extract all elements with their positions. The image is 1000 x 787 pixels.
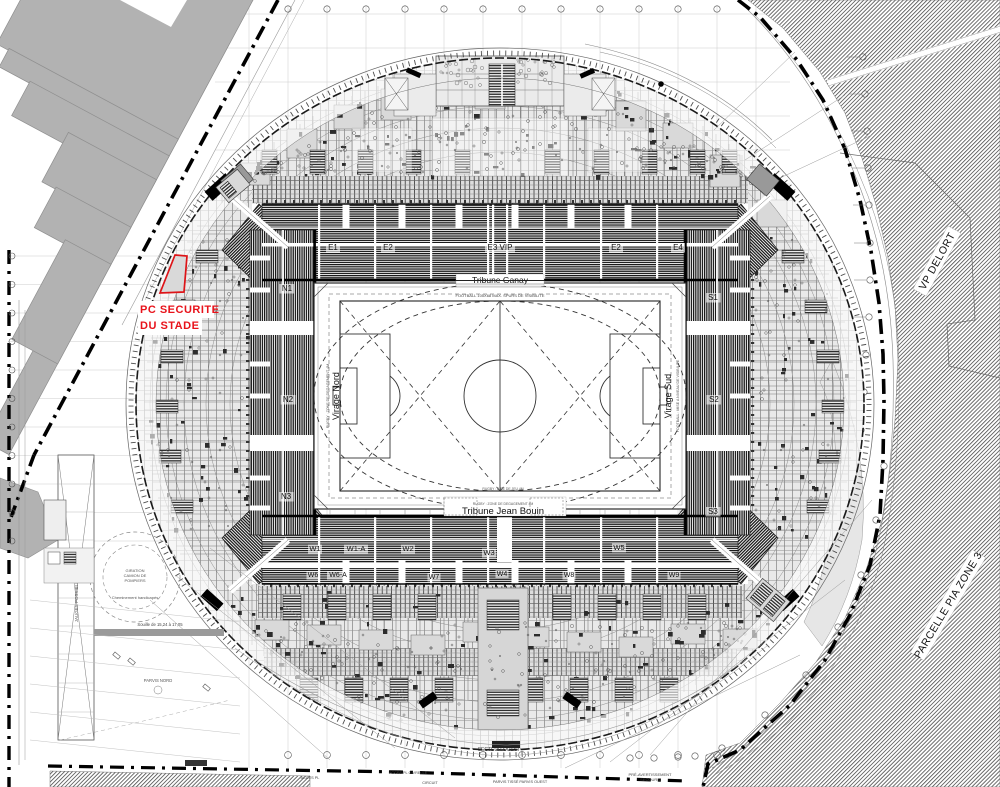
svg-text:RUGBY : AIRE DE JEU 4M: RUGBY : AIRE DE JEU 4M [482,487,523,491]
svg-text:RUGBY : ZONE DE DEGAGEMENT 4M: RUGBY : ZONE DE DEGAGEMENT 4M [473,502,534,506]
svg-text:N1: N1 [282,284,293,293]
svg-text:Virage Sud: Virage Sud [663,374,673,418]
svg-text:N2: N2 [283,395,294,404]
svg-text:W6: W6 [308,572,319,579]
svg-text:FOOTBALL 105X68 MAX. SPURS DE: FOOTBALL 105X68 MAX. SPURS DE VISIBILITE [456,293,545,298]
svg-text:CIRCUIT: CIRCUIT [422,781,438,785]
svg-text:GIRATION: GIRATION [125,568,144,573]
svg-text:W4: W4 [497,571,508,578]
svg-text:PRÉ-AVERTISSEMENT: PRÉ-AVERTISSEMENT [629,772,673,777]
svg-text:W1-A: W1-A [347,544,366,553]
svg-text:E2: E2 [611,243,621,252]
svg-text:E2: E2 [383,243,393,252]
svg-text:JAUGES POSSIBLES: JAUGES POSSIBLES [74,578,79,623]
svg-text:Tribune Ganay: Tribune Ganay [472,275,529,285]
svg-text:FOOTBALL : MISE A NIVEAU DE VI: FOOTBALL : MISE A NIVEAU DE VISIBILITE [676,359,680,432]
svg-text:DU STADE: DU STADE [140,320,199,332]
svg-text:W5: W5 [613,543,624,552]
svg-text:N3: N3 [281,492,292,501]
svg-text:W2: W2 [402,544,413,553]
svg-text:Tribune Jean Bouin: Tribune Jean Bouin [462,506,544,517]
svg-text:W6-A: W6-A [329,572,347,579]
svg-text:Cheminement handicapés: Cheminement handicapés [112,595,158,600]
svg-text:E3 VIP: E3 VIP [488,243,513,252]
svg-text:PC SECURITE: PC SECURITE [140,304,219,316]
svg-text:E4: E4 [673,243,683,252]
svg-text:W1: W1 [309,544,320,553]
svg-text:ACCÈS PL: ACCÈS PL [301,775,320,780]
svg-text:W9: W9 [669,572,680,579]
svg-text:E1: E1 [328,243,338,252]
svg-text:S3: S3 [708,507,718,516]
svg-text:RUGBY : ZONE DE DEGAGEMENT 4M: RUGBY : ZONE DE DEGAGEMENT 4M [326,364,330,428]
svg-text:PARVIS TISSÉ PARVIS OUEST: PARVIS TISSÉ PARVIS OUEST [493,779,548,784]
svg-text:SECOURS: SECOURS [640,777,660,782]
svg-text:S1: S1 [708,293,718,302]
svg-text:W8: W8 [564,572,575,579]
svg-text:POMPIERS: POMPIERS [124,578,145,583]
svg-text:W3: W3 [483,548,494,557]
svg-text:Souille de 15,24 à 17,05: Souille de 15,24 à 17,05 [137,622,183,627]
svg-text:SECTEUR OUEST: SECTEUR OUEST [478,747,521,753]
svg-text:PARVIS NORD: PARVIS NORD [144,678,172,683]
svg-text:S2: S2 [709,395,719,404]
svg-text:CAMION DE: CAMION DE [124,573,147,578]
svg-text:ACCÈS PL GIVRELLE: ACCÈS PL GIVRELLE [389,770,428,775]
svg-text:Virage Nord: Virage Nord [331,372,341,420]
svg-text:W7: W7 [429,574,440,581]
